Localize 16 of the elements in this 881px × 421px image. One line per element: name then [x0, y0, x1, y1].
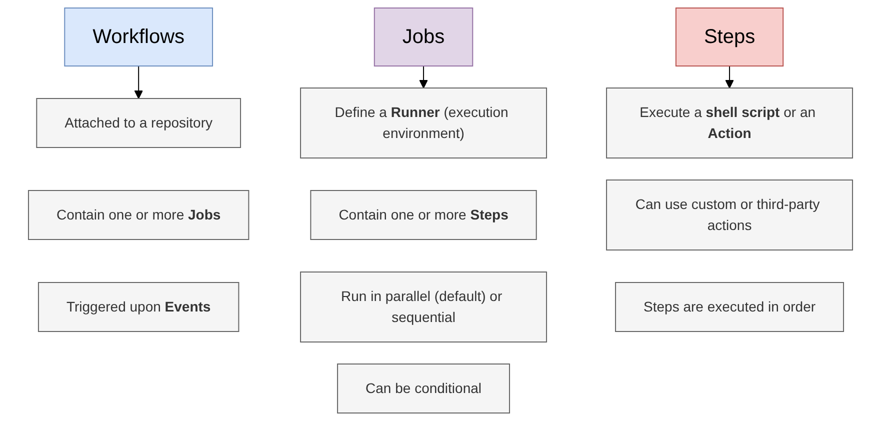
node-box: Execute a shell script or an Action — [606, 88, 854, 158]
node-box: Can use custom or third-party actions — [606, 180, 854, 250]
node-box: Run in parallel (default) or sequential — [300, 272, 548, 342]
node-box: Jobs — [374, 8, 474, 66]
node-box: Contain one or more Steps — [310, 190, 537, 240]
arrow — [725, 66, 734, 88]
node-box: Steps — [675, 8, 784, 66]
node-box: Steps are executed in order — [615, 282, 844, 332]
node-box: Contain one or more Jobs — [28, 190, 250, 240]
node-box: Workflows — [64, 8, 214, 66]
node-box: Attached to a repository — [36, 98, 242, 148]
arrow — [134, 66, 143, 99]
node-box: Triggered upon Events — [38, 282, 240, 332]
node-box: Can be conditional — [337, 364, 510, 414]
node-box: Define a Runner (execution environment) — [300, 88, 548, 158]
arrow — [419, 66, 428, 88]
